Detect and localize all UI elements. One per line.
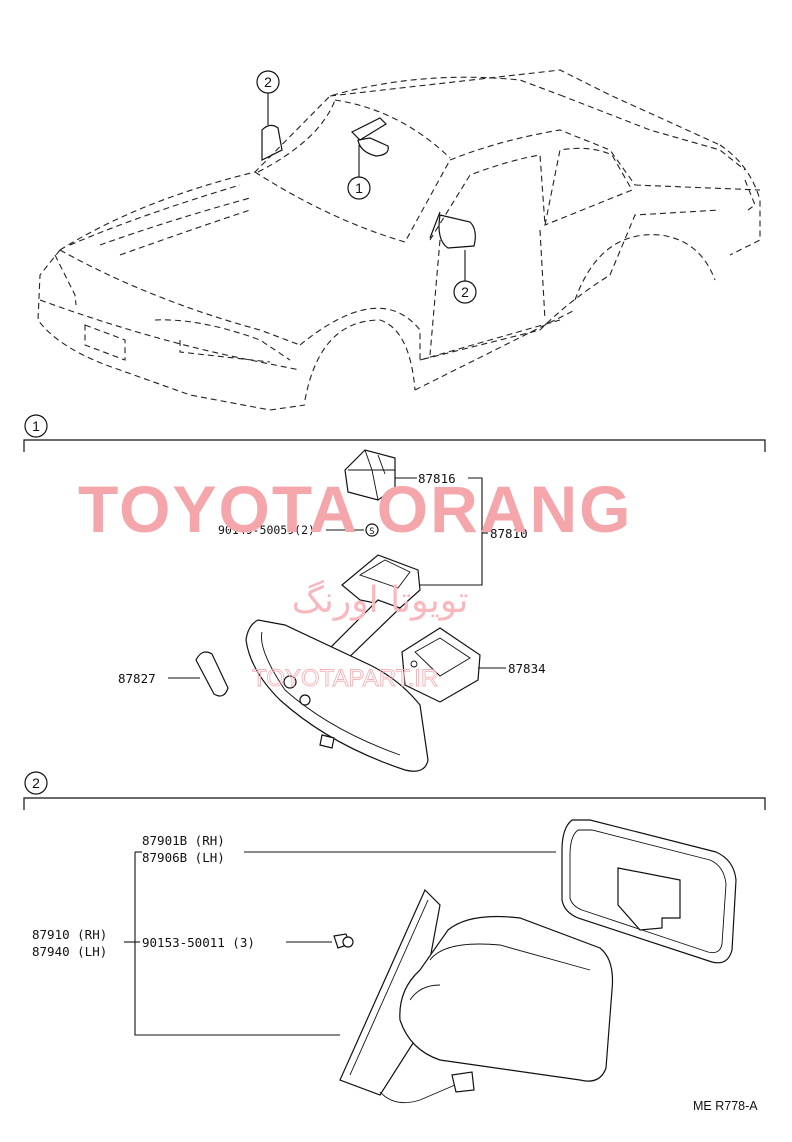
leader-mirror-assy	[420, 477, 483, 586]
part-87910-label: 87910 (RH)	[32, 927, 107, 942]
part-90153-50011-label: 90153-50011 (3)	[142, 935, 255, 950]
section-1-header: 1	[23, 414, 766, 452]
mirror-cover	[401, 627, 481, 703]
holder-bracket	[344, 449, 396, 501]
housing-screw-icon	[333, 933, 354, 949]
watermark-brand: TOYOTA ORANG	[78, 472, 632, 546]
car-left-mirror	[261, 124, 283, 161]
part-87906b-label: 87906B (LH)	[142, 850, 225, 865]
callout-2-car: 2	[453, 250, 477, 304]
watermark-site: TOYOTAPART.IR	[252, 665, 438, 692]
outer-mirror-housing	[339, 888, 614, 1104]
callout-2-top: 2	[256, 70, 280, 125]
screw-icon: S	[365, 523, 379, 537]
part-87816-label: 87816	[418, 471, 456, 486]
svg-text:1: 1	[32, 418, 40, 434]
part-90149-50059-label: 90149-50059(2)	[218, 523, 315, 537]
svg-text:2: 2	[32, 775, 40, 791]
section-2-header: 2	[23, 771, 766, 810]
car-inner-mirror	[350, 117, 389, 157]
svg-text:S: S	[369, 527, 374, 537]
svg-text:2: 2	[264, 74, 272, 90]
svg-text:1: 1	[355, 180, 363, 196]
part-87834-label: 87834	[508, 661, 546, 676]
drawing-code: ME R778-A	[693, 1099, 758, 1113]
part-87810-label: 87810	[490, 526, 528, 541]
map-lamp-bulb	[195, 651, 229, 697]
part-87827-label: 87827	[118, 671, 156, 686]
part-87940-label: 87940 (LH)	[32, 944, 107, 959]
leader-bracket-left	[134, 852, 340, 1036]
mirror-glass	[561, 819, 737, 964]
callout-1-car: 1	[347, 145, 371, 200]
watermark: TOYOTA ORANG تویوتا اورنگ TOYOTAPART.IR	[78, 472, 632, 692]
part-87901b-label: 87901B (RH)	[142, 833, 225, 848]
car-outer-mirror	[429, 211, 476, 249]
watermark-brand-fa: تویوتا اورنگ	[292, 579, 469, 621]
svg-text:2: 2	[461, 284, 469, 300]
inner-mirror-assembly	[245, 554, 429, 772]
car-outline	[37, 69, 761, 411]
